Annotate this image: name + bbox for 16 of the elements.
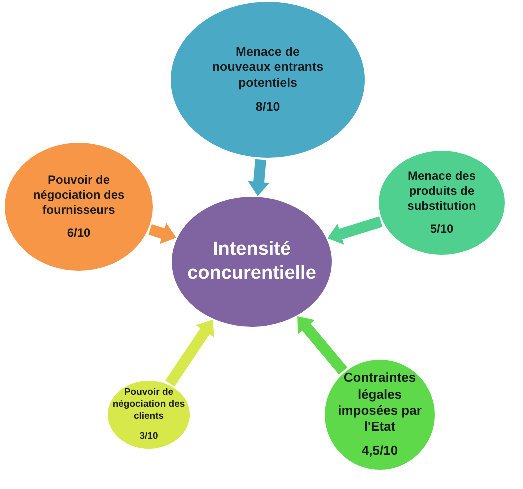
block-arrow — [328, 216, 383, 245]
score-text: 3/10 — [140, 430, 158, 443]
score-text: 5/10 — [430, 222, 454, 237]
node-text: Intensité concurentielle — [186, 238, 318, 286]
node-text: Contraintes légales imposées par l'Etat — [337, 370, 423, 436]
block-arrow — [298, 316, 348, 375]
score-text: 6/10 — [67, 226, 91, 241]
node-text: Menace de nouveaux entrants potentiels — [211, 44, 325, 92]
block-arrow — [166, 320, 214, 387]
node-text: Pouvoir de négociation des fournisseurs — [32, 173, 126, 218]
block-arrow — [248, 159, 270, 196]
score-text: 4,5/10 — [362, 443, 398, 460]
node-text: Pouvoir de négociation des clients — [112, 387, 186, 423]
score-text: 8/10 — [256, 100, 280, 116]
block-arrow — [148, 223, 177, 244]
node-text: Menace des produits de substitution — [406, 169, 478, 214]
